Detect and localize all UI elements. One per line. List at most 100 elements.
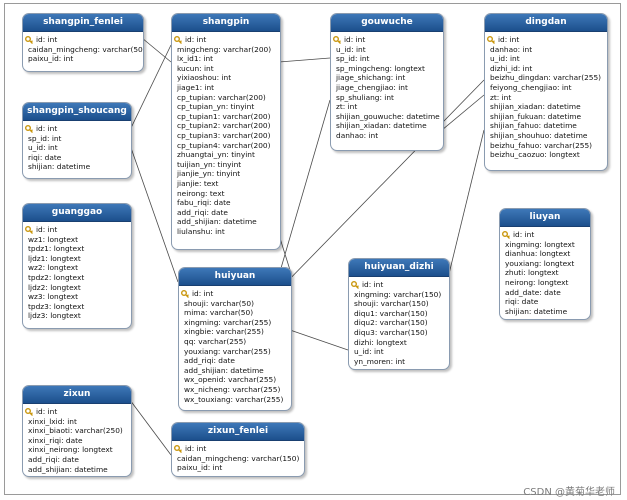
field-text: diqu2: varchar(150) <box>354 318 428 328</box>
table-header: huiyuan_dizhi <box>349 259 449 277</box>
field-row: cp_tupian_yn: tinyint <box>177 102 276 112</box>
field-row: zhuti: longtext <box>505 268 586 278</box>
field-text: id: int <box>185 35 207 44</box>
field-text: id: int <box>185 444 207 453</box>
field-row: beizhu_fahuo: varchar(255) <box>490 141 603 151</box>
field-text: xingbie: varchar(255) <box>184 327 264 337</box>
field-row: dianhua: longtext <box>505 249 586 259</box>
field-row: wx_touxiang: varchar(255) <box>184 395 287 405</box>
table-header: shangpin <box>172 14 280 32</box>
field-text: paixu_id: int <box>28 54 74 64</box>
field-text: id: int <box>36 35 58 44</box>
field-text: wx_touxiang: varchar(255) <box>184 394 284 404</box>
field-text: tpdz3: longtext <box>28 301 85 311</box>
field-text: id: int <box>513 230 535 239</box>
field-row: shijian_fukuan: datetime <box>490 112 603 122</box>
field-text: add_shijian: datetime <box>184 365 264 375</box>
field-text: sp_id: int <box>336 54 370 64</box>
key-icon <box>333 36 341 44</box>
field-text: id: int <box>192 289 214 298</box>
relation-line <box>129 399 172 456</box>
field-row: xingming: varchar(150) <box>354 290 445 300</box>
field-row: tpdz3: longtext <box>28 302 127 312</box>
field-row: add_riqi: date <box>177 208 276 218</box>
field-text: cp_tupian_yn: tinyint <box>177 102 255 112</box>
key-icon <box>25 125 33 133</box>
field-row: add_riqi: date <box>28 455 127 465</box>
key-icon <box>25 408 33 416</box>
primary-key-field: id: int <box>25 225 127 235</box>
field-text: tpdz2: longtext <box>28 272 85 282</box>
field-text: dizhi_id: int <box>490 63 533 73</box>
field-text: jianjie_yn: tinyint <box>177 169 241 179</box>
field-row: u_id: int <box>28 143 127 153</box>
field-row: zt: int <box>490 93 603 103</box>
field-row: cp_tupian1: varchar(200) <box>177 112 276 122</box>
field-text: lx_id1: int <box>177 54 214 64</box>
field-text: id: int <box>344 35 366 44</box>
primary-key-field: id: int <box>333 35 439 45</box>
field-text: xingming: longtext <box>505 239 575 249</box>
field-row: youxiang: longtext <box>505 259 586 269</box>
table-header: dingdan <box>485 14 607 32</box>
field-row: shijian_fahuo: datetime <box>490 121 603 131</box>
field-text: xingming: varchar(150) <box>354 289 442 299</box>
field-row: shijian_xiadan: datetime <box>336 121 439 131</box>
field-text: cp_tupian2: varchar(200) <box>177 121 271 131</box>
field-text: yixiaoshou: int <box>177 73 232 83</box>
field-text: shouji: varchar(50) <box>184 298 254 308</box>
field-text: beizhu_dingdan: varchar(255) <box>490 73 602 83</box>
field-row: add_date: date <box>505 288 586 298</box>
field-text: sp_shuliang: int <box>336 92 394 102</box>
field-text: youxiang: varchar(255) <box>184 346 271 356</box>
field-text: youxiang: longtext <box>505 258 575 268</box>
table-header: shangpin_fenlei <box>23 14 143 32</box>
field-text: zt: int <box>490 92 512 102</box>
field-row: diqu1: varchar(150) <box>354 309 445 319</box>
field-row: shijian_xiadan: datetime <box>490 102 603 112</box>
field-row: ljdz3: longtext <box>28 311 127 321</box>
field-row: riqi: date <box>505 297 586 307</box>
field-text: kucun: int <box>177 63 214 73</box>
field-text: sp_id: int <box>28 133 62 143</box>
field-text: neirong: text <box>177 188 225 198</box>
field-text: danhao: int <box>490 44 533 54</box>
field-row: xingming: varchar(255) <box>184 318 287 328</box>
field-text: ljdz2: longtext <box>28 282 81 292</box>
relation-line <box>447 129 485 279</box>
field-row: cp_tupian4: varchar(200) <box>177 141 276 151</box>
field-text: jianjie: text <box>177 178 219 188</box>
field-row: tpdz2: longtext <box>28 273 127 283</box>
field-row: paixu_id: int <box>28 54 139 64</box>
field-text: yn_moren: int <box>354 356 406 366</box>
field-text: riqi: date <box>505 297 539 307</box>
field-row: wx_nicheng: varchar(255) <box>184 385 287 395</box>
field-row: xingming: longtext <box>505 240 586 250</box>
field-row: caidan_mingcheng: varchar(150) <box>177 454 300 464</box>
field-row: tpdz1: longtext <box>28 244 127 254</box>
watermark: CSDN @黄菊华老师 <box>523 487 615 498</box>
field-text: jiage_chengjiao: int <box>336 82 408 92</box>
field-row: lx_id1: int <box>177 54 276 64</box>
field-row: zt: int <box>336 102 439 112</box>
field-row: jiage_shichang: int <box>336 73 439 83</box>
field-row: u_id: int <box>336 45 439 55</box>
field-row: zhuangtai_yn: tinyint <box>177 150 276 160</box>
field-row: add_shijian: datetime <box>184 366 287 376</box>
field-row: sp_shuliang: int <box>336 93 439 103</box>
